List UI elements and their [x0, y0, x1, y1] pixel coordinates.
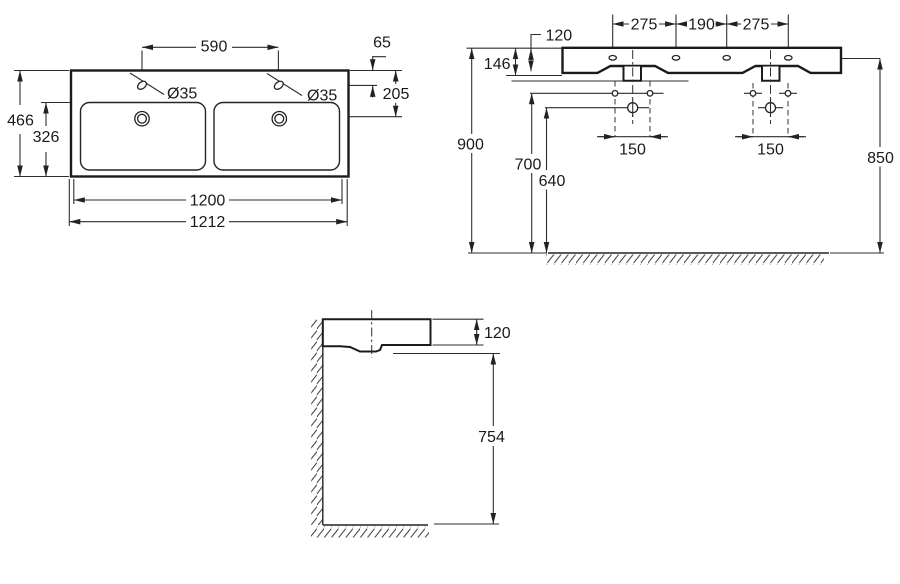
- dim-150-right: 150: [735, 133, 806, 159]
- wall-hatch: [311, 319, 323, 525]
- dim-120-front: 120: [528, 28, 573, 72]
- dim-146-label: 146: [484, 56, 511, 73]
- basin-left: [79, 101, 207, 171]
- dim-590: 590: [142, 39, 279, 56]
- dim-205: 205: [383, 70, 410, 117]
- deck-hole-1: [608, 54, 618, 61]
- tap-hole-right: [273, 80, 284, 90]
- dim-640: 640: [539, 107, 566, 253]
- dim-590-label: 590: [201, 39, 228, 56]
- dim-120-front-label: 120: [546, 28, 573, 45]
- dim-1212-label: 1212: [190, 214, 226, 231]
- basin-right: [213, 101, 341, 171]
- floor-side: [311, 523, 499, 538]
- dim-205-label: 205: [383, 86, 410, 103]
- fixing-hole-right-1: [749, 89, 757, 97]
- tap-hole-right-label: Ø35: [307, 88, 337, 105]
- deck-hole-4: [783, 54, 793, 61]
- dim-900-label: 900: [457, 137, 484, 154]
- deck-hole-3: [722, 54, 732, 61]
- dim-150-left-label: 150: [619, 142, 646, 159]
- dim-1200-label: 1200: [190, 193, 226, 210]
- dim-754: 754: [393, 352, 505, 524]
- plan-view: Ø35 Ø35 590 65 205 466: [7, 35, 409, 232]
- tap-hole-right-leader: [266, 73, 303, 96]
- faucet-hole-left: [134, 110, 150, 127]
- sink-front-outline: [561, 46, 843, 75]
- dim-65-label: 65: [373, 35, 391, 52]
- tap-hole-left-label: Ø35: [167, 86, 197, 103]
- floor-hatch-front: [546, 254, 824, 265]
- mounting-unit-right: [744, 50, 797, 137]
- dim-700-label: 700: [515, 157, 542, 174]
- dim-754-label: 754: [478, 429, 505, 446]
- front-view: 275 190 275 120 146: [457, 14, 894, 265]
- side-view: 120 754: [311, 310, 511, 538]
- sink-plan-outline: [69, 69, 350, 178]
- sink-side-outline: [321, 318, 432, 353]
- dim-120-side: 120: [432, 318, 511, 346]
- dim-466: 466: [7, 70, 34, 177]
- dim-1200: 1200: [73, 193, 342, 210]
- faucet-hole-right: [271, 110, 288, 127]
- dim-850: 850: [867, 58, 894, 253]
- dim-150-right-label: 150: [757, 142, 784, 159]
- dim-640-label: 640: [539, 173, 566, 190]
- fixing-hole-right-2: [784, 89, 792, 97]
- floor-front: [468, 252, 884, 265]
- dim-700: 700: [515, 93, 542, 253]
- dim-900: 900: [457, 48, 484, 253]
- dim-850-label: 850: [867, 150, 894, 167]
- dim-275-left-label: 275: [631, 17, 658, 34]
- dim-190-label: 190: [688, 17, 715, 34]
- floor-hatch-side: [311, 526, 429, 538]
- dim-65: 65: [369, 35, 391, 98]
- tap-hole-left: [136, 80, 148, 90]
- dim-275-left: 275: [612, 17, 676, 34]
- dim-1212: 1212: [69, 214, 348, 231]
- fixing-hole-left-2: [646, 89, 654, 97]
- deck-hole-2: [671, 54, 681, 61]
- dim-326: 326: [33, 102, 60, 177]
- dim-326-label: 326: [33, 129, 60, 146]
- fixing-hole-left-1: [611, 89, 619, 97]
- dim-150-left: 150: [597, 133, 668, 159]
- mounting-unit-left: [611, 50, 654, 137]
- dim-275-right-label: 275: [743, 17, 770, 34]
- dim-190: 190: [676, 17, 727, 34]
- dim-120-side-label: 120: [484, 325, 511, 342]
- dim-146: 146: [484, 48, 519, 76]
- dim-275-right: 275: [726, 17, 789, 34]
- dim-466-label: 466: [7, 113, 34, 130]
